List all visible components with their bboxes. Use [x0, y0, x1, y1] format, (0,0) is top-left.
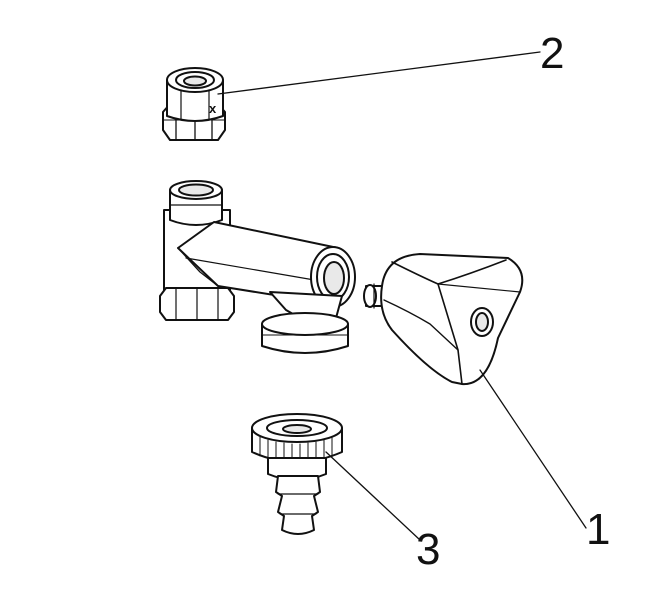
callout-number-3: 3 — [416, 525, 441, 574]
callout-number-2: 2 — [540, 29, 565, 78]
callout-number-1: 1 — [586, 505, 611, 554]
leader-lines — [217, 51, 587, 541]
leader-line-3 — [325, 451, 421, 541]
leader-line-1 — [479, 369, 587, 529]
leader-line-2 — [217, 51, 541, 95]
hose-fitting-part — [251, 413, 343, 535]
handle-knob-part — [363, 253, 524, 386]
compression-nut-part: x — [162, 67, 226, 141]
valve-body-part — [159, 180, 356, 354]
nut-x-mark: x — [209, 101, 217, 116]
